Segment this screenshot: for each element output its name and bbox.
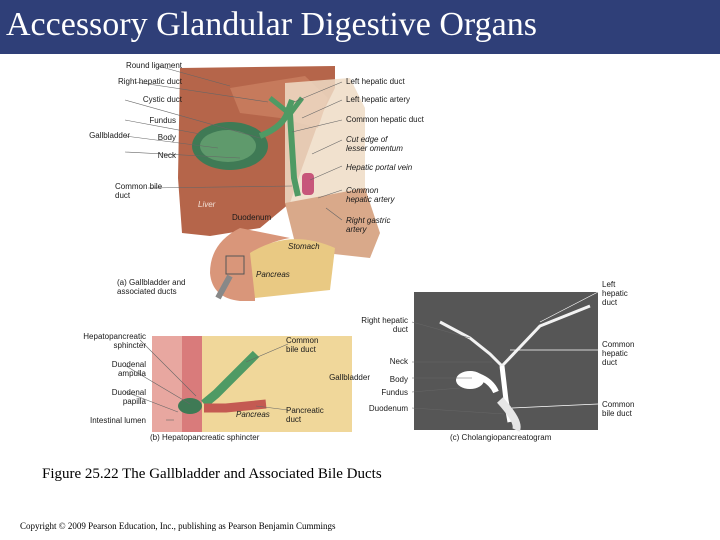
label-right-hepatic-duct-a: Right hepatic duct xyxy=(117,77,182,86)
label-left-hepatic-artery: Left hepatic artery xyxy=(346,95,411,104)
label-duodenum-c: Duodenum xyxy=(368,404,408,413)
label-right-gastric-artery: Right gastric artery xyxy=(346,216,391,234)
label-pancreas-b: Pancreas xyxy=(236,410,270,419)
copyright-notice: Copyright © 2009 Pearson Education, Inc.… xyxy=(20,521,336,531)
label-hepatopancreatic-sphincter: Hepatopancreatic sphincter xyxy=(83,332,146,350)
label-duodenum-a: Duodenum xyxy=(232,213,272,222)
label-common-bile-duct-a: Common bile duct xyxy=(115,182,163,200)
label-fundus-a: Fundus xyxy=(149,116,176,125)
muscle-layer-shape xyxy=(182,336,202,432)
label-left-hepatic-duct-c: Left hepatic duct xyxy=(602,280,628,307)
label-round-ligament: Round ligament xyxy=(125,61,182,70)
xray-gallbladder xyxy=(456,371,484,389)
label-common-bile-duct-c: Common bile duct xyxy=(602,400,635,418)
common-bile-duct-shape xyxy=(287,113,301,197)
figure-panel-c xyxy=(320,282,650,444)
label-gallbladder-c: Gallbladder xyxy=(329,373,370,382)
label-pancreatic-duct: Pancreatic duct xyxy=(286,406,324,424)
common-bile-duct-b-shape xyxy=(201,350,260,408)
caption-panel-a: (a) Gallbladder and associated ducts xyxy=(117,278,186,296)
sphincter-illustration xyxy=(125,336,352,432)
gallbladder-lumen-shape xyxy=(200,130,256,162)
figure-panel-b xyxy=(66,308,366,448)
label-body-c: Body xyxy=(389,375,408,384)
label-cystic-duct: Cystic duct xyxy=(142,95,182,104)
figure-caption: Figure 25.22 The Gallbladder and Associa… xyxy=(42,466,382,482)
figure-panel-a xyxy=(80,58,440,303)
caption-panel-b: (b) Hepatopancreatic sphincter xyxy=(150,433,260,442)
label-fundus-c: Fundus xyxy=(381,388,408,397)
duodenal-ampulla-shape xyxy=(178,398,202,414)
label-right-hepatic-duct-c: Right hepatic duct xyxy=(361,316,408,334)
label-cut-edge-lesser-omentum: Cut edge of lesser omentum xyxy=(346,135,403,153)
intestinal-wall-shape xyxy=(152,336,182,432)
pancreas-shape xyxy=(250,239,335,298)
pancreatic-duct-shape xyxy=(204,399,267,413)
title-bar: Accessory Glandular Digestive Organs xyxy=(0,0,720,54)
label-pancreas-a: Pancreas xyxy=(256,270,290,279)
hepatic-portal-vein-shape xyxy=(302,173,314,195)
label-hepatic-portal-vein: Hepatic portal vein xyxy=(346,163,413,172)
label-common-bile-duct-b: Common bile duct xyxy=(286,336,319,354)
label-common-hepatic-artery: Common hepatic artery xyxy=(346,186,395,204)
xray-right-hepatic-duct xyxy=(439,320,504,368)
xray-left-hepatic-duct xyxy=(500,304,591,368)
label-stomach: Stomach xyxy=(288,242,320,251)
slide-title: Accessory Glandular Digestive Organs xyxy=(6,6,537,43)
caption-panel-c: (c) Cholangiopancreatogram xyxy=(450,433,552,442)
duodenum-shape xyxy=(210,228,290,301)
label-left-hepatic-duct-a: Left hepatic duct xyxy=(346,77,405,86)
label-neck-c: Neck xyxy=(389,357,408,366)
label-neck-a: Neck xyxy=(157,151,176,160)
xray-duodenum xyxy=(497,397,521,432)
label-body-a: Body xyxy=(157,133,176,142)
label-intestinal-lumen: Intestinal lumen xyxy=(89,416,146,425)
label-duodenal-ampulla: Duodenal ampulla xyxy=(111,360,146,378)
label-duodenal-papilla: Duodenal papilla xyxy=(111,388,146,406)
label-gallbladder-a: Gallbladder xyxy=(89,131,130,140)
label-common-hepatic-duct-a: Common hepatic duct xyxy=(346,115,424,124)
magnify-box xyxy=(225,255,245,275)
cholangiopancreatogram-image xyxy=(411,291,599,432)
zoom-arrow xyxy=(215,274,233,300)
label-liver: Liver xyxy=(198,200,216,209)
gallbladder-illustration xyxy=(124,65,380,301)
cystic-duct-shape xyxy=(258,98,295,139)
label-common-hepatic-duct-c: Common hepatic duct xyxy=(602,340,635,367)
